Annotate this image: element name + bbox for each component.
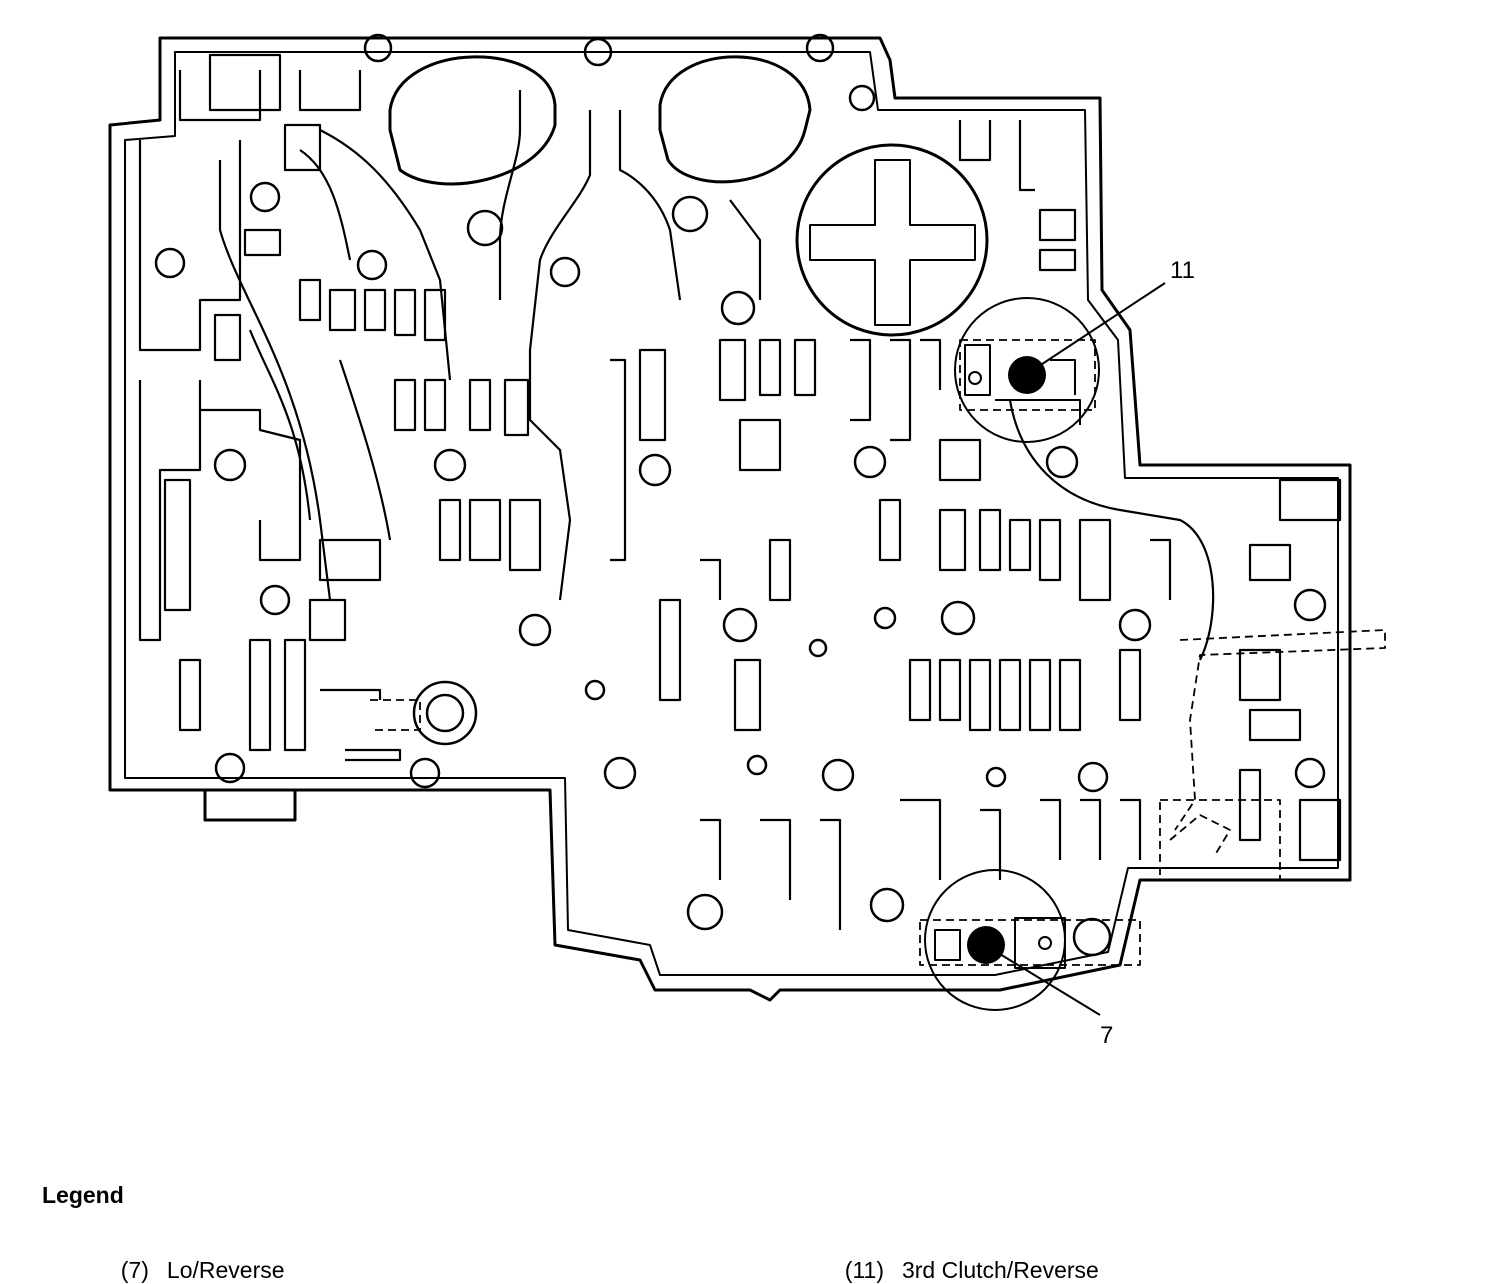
inner-outline: [124, 51, 1339, 976]
bolt-holes: [154, 33, 1327, 957]
legend-number: (11): [844, 1257, 884, 1283]
servo-cross: [809, 159, 976, 326]
legend-item-lo-reverse: (7) Lo/Reverse: [108, 1230, 285, 1284]
leader-line-11: [1029, 282, 1166, 373]
fluid-passages: [138, 53, 1342, 930]
legend-label: Lo/Reverse: [166, 1257, 285, 1283]
valve-body-diagram: 11 7: [108, 33, 1386, 1049]
mounting-tab: [203, 788, 297, 822]
detail-7: [934, 917, 1066, 969]
check-ball-11: [1008, 356, 1046, 394]
servo-bore: [795, 143, 989, 337]
detail-11: [964, 344, 1081, 425]
dashed-overlays: [370, 339, 1386, 966]
legend-number: (7): [120, 1257, 149, 1283]
leader-line-7: [989, 947, 1101, 1016]
accumulator-bore-1: [388, 55, 557, 186]
callout-circle-11: [954, 297, 1100, 443]
callout-label-7: 7: [1100, 1022, 1113, 1049]
legend-label: 3rd Clutch/Reverse: [901, 1257, 1099, 1283]
callout-label-11: 11: [1170, 257, 1195, 284]
check-ball-7: [967, 926, 1005, 964]
valve-body-outline: [108, 36, 1352, 1002]
accumulator-bore-2: [658, 55, 812, 184]
legend-title: Legend: [42, 1182, 124, 1208]
legend-item-3rd-clutch-reverse: (11) 3rd Clutch/Reverse: [832, 1230, 1099, 1284]
